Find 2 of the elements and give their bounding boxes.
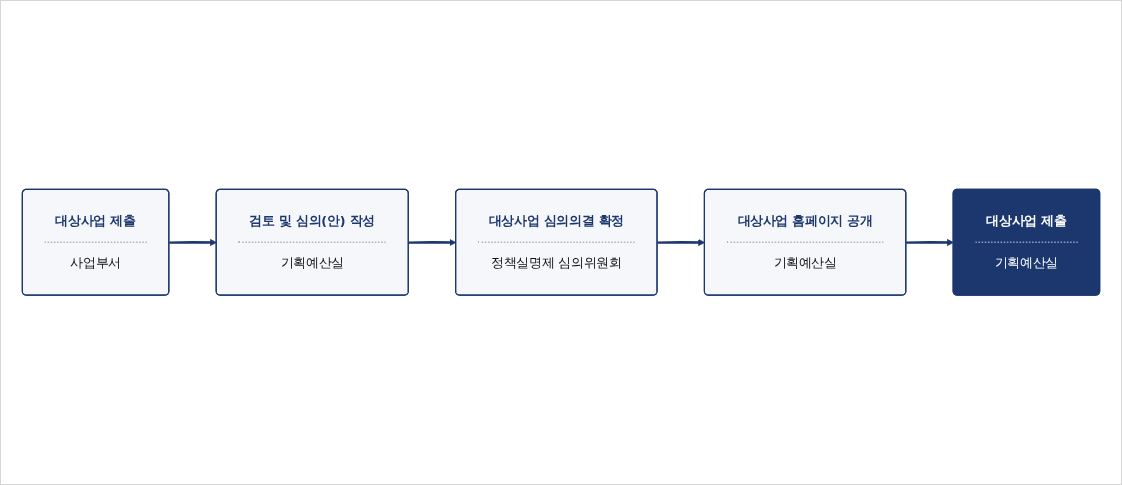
- arrow: [906, 239, 954, 247]
- arrow: [169, 239, 217, 247]
